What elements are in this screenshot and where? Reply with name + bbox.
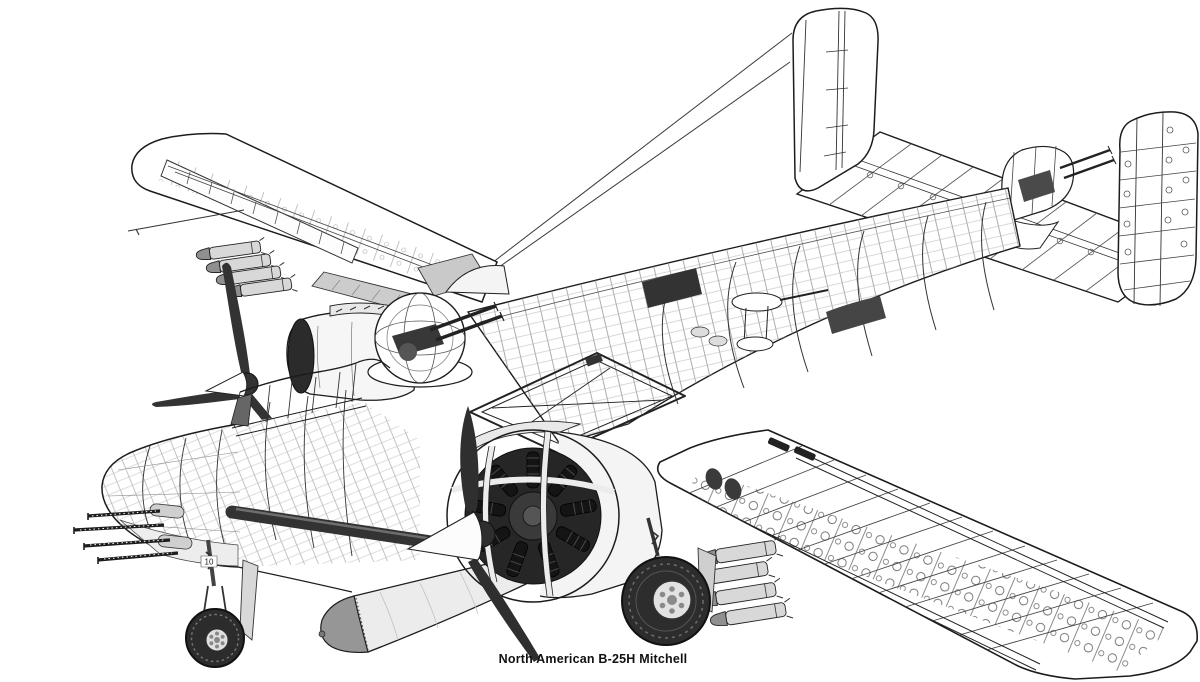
- starboard-propeller: [408, 406, 540, 662]
- nose-frame-label: 10: [201, 556, 217, 567]
- tail-guns: [1060, 150, 1114, 178]
- figure-caption: North American B-25H Mitchell: [498, 652, 688, 666]
- port-wing-rockets: [194, 236, 298, 302]
- spine-details: [418, 254, 509, 296]
- dorsal-turret: [368, 293, 504, 387]
- nose-landing-gear: [186, 540, 258, 667]
- rear-fuselage: [460, 180, 1030, 450]
- wing-center-section: [470, 353, 685, 453]
- antenna-wires: [488, 33, 792, 272]
- tail-fin-port: [793, 8, 878, 190]
- turret-guns: [430, 306, 502, 340]
- main-landing-gear: [622, 518, 716, 645]
- waist-gun: [780, 290, 828, 300]
- exhaust-outlet: [705, 468, 723, 490]
- waist-gun-window: [826, 296, 886, 334]
- cockpit-canopy: [231, 359, 390, 436]
- svg-text:10: 10: [205, 558, 214, 567]
- starboard-wing: [658, 430, 1198, 679]
- starboard-engine-nacelle: [447, 421, 662, 602]
- port-propeller: [152, 262, 281, 434]
- exhaust-outlet: [724, 478, 742, 500]
- forward-fuselage: [96, 390, 420, 592]
- nose-machine-guns: [74, 511, 178, 564]
- pitot-boom: [128, 210, 244, 235]
- port-wing: [128, 134, 497, 312]
- tail-fin-starboard: [1118, 112, 1198, 306]
- radio-equipment: [642, 268, 702, 308]
- aerial-mast-fairing: [446, 266, 509, 294]
- ammunition-drum-table: [732, 293, 782, 351]
- windshield-glazing: [231, 394, 252, 426]
